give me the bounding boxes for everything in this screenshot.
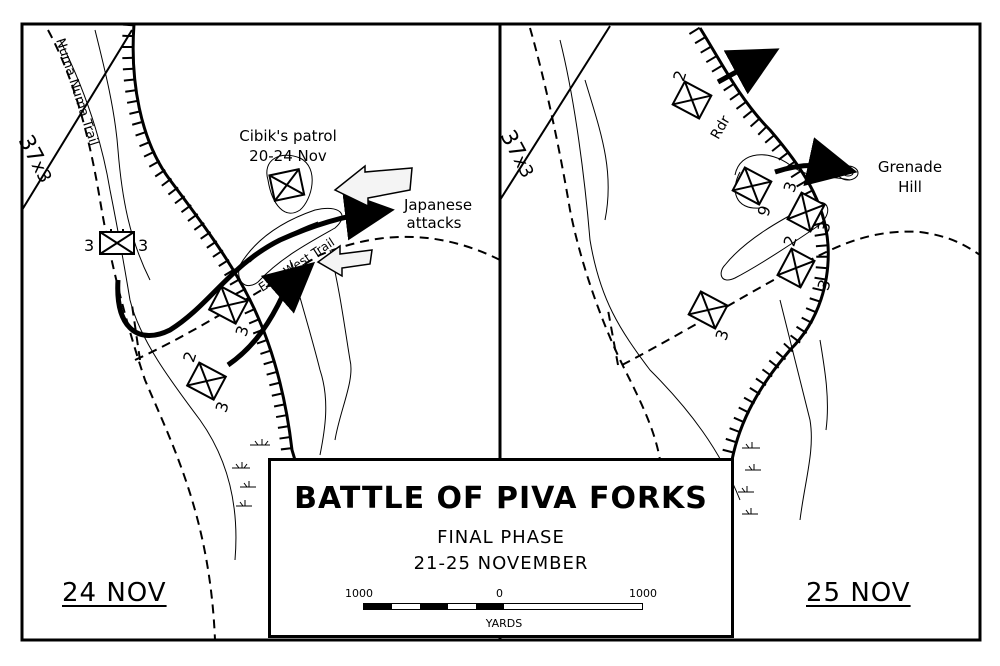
river-line [289, 259, 327, 456]
panel-left-units: 3 3 3 2 3 [84, 168, 306, 415]
patrol-dates-label: 20-24 Nov [249, 147, 327, 165]
panel-right-terrain [499, 25, 981, 521]
scale-left-label: 1000 [345, 587, 373, 600]
numa-numa-trail [47, 29, 216, 641]
hill-contour [842, 169, 854, 177]
unit-right-number: 9 [754, 203, 775, 219]
panel-frame-right [498, 22, 982, 642]
scale-zero-label: 0 [496, 587, 503, 600]
unit-left-number: 2 [179, 349, 200, 365]
panel-right-arrows [716, 48, 858, 187]
river-line [559, 39, 741, 501]
numa-numa-trail [529, 27, 661, 461]
map-dates: 21-25 NOVEMBER [413, 553, 589, 574]
unit-right-number: 3 [212, 399, 233, 415]
grid-label: 37x3 [13, 131, 59, 187]
marsh-symbols [232, 439, 270, 507]
hill-contour [266, 154, 313, 214]
grid-label: 37x3 [495, 126, 541, 182]
trail-spur [131, 304, 141, 361]
river-line [59, 39, 237, 561]
attack-arrow-friendly [774, 137, 858, 187]
panel-left-labels: Numa Numa Trail 37x3 Cibik's patrol 20-2… [13, 37, 472, 295]
scale-bar: 1000 0 1000 YARDS [271, 587, 737, 637]
japanese-attack-arrow [333, 164, 413, 208]
east-west-trail [621, 230, 981, 366]
trail-spur [607, 309, 619, 366]
grenade-hill-label: Hill [898, 178, 922, 196]
map-title: BATTLE OF PIVA FORKS [294, 481, 708, 516]
attack-arrow-friendly [115, 190, 395, 338]
panel-left-arrows [115, 164, 413, 368]
raider-label: Rdr [708, 113, 734, 142]
japanese-attacks-label: attacks [407, 214, 462, 232]
unit-right-number: 3 [780, 179, 801, 195]
hill-contour [734, 171, 761, 209]
hill-contour [238, 207, 343, 287]
unit-left-number: 2 [669, 68, 690, 84]
title-box: BATTLE OF PIVA FORKS FINAL PHASE 21-25 N… [268, 458, 734, 638]
hill-contour [720, 201, 829, 281]
japanese-attack-arrow [316, 244, 373, 278]
attack-arrow-friendly [226, 261, 316, 368]
unit-right-number: 3 [138, 236, 148, 255]
east-west-trail [134, 235, 501, 361]
scale-units: YARDS [485, 617, 523, 630]
unit-right-number: 3 [232, 323, 253, 339]
unit-left-number: 2 [780, 233, 801, 249]
panel-date-right: 25 NOV [806, 578, 911, 608]
river-line [329, 249, 352, 441]
panel-date-left: 24 NOV [62, 578, 167, 608]
unit-right-number: 3 [712, 327, 733, 343]
marsh-symbols [738, 442, 761, 515]
grid-line [499, 25, 611, 201]
perimeter-line [131, 23, 297, 461]
panel-right-units: 2 Rdr 9 3 2 3 3 3 [669, 68, 835, 343]
scale-bar-graphic [363, 603, 643, 610]
grid-line [21, 29, 133, 211]
perimeter-ticks [688, 26, 829, 464]
unit-left-number: 3 [84, 236, 94, 255]
river-line [584, 79, 609, 221]
scale-right-label: 1000 [629, 587, 657, 600]
attack-arrow-friendly [716, 48, 780, 95]
patrol-label: Cibik's patrol [239, 127, 337, 145]
grenade-hill-label: Grenade [878, 158, 942, 176]
river-line [779, 299, 812, 521]
japanese-attacks-label: Japanese [403, 196, 472, 214]
map-subtitle: FINAL PHASE [437, 527, 565, 548]
river-line [819, 339, 828, 431]
perimeter-line [698, 27, 830, 461]
